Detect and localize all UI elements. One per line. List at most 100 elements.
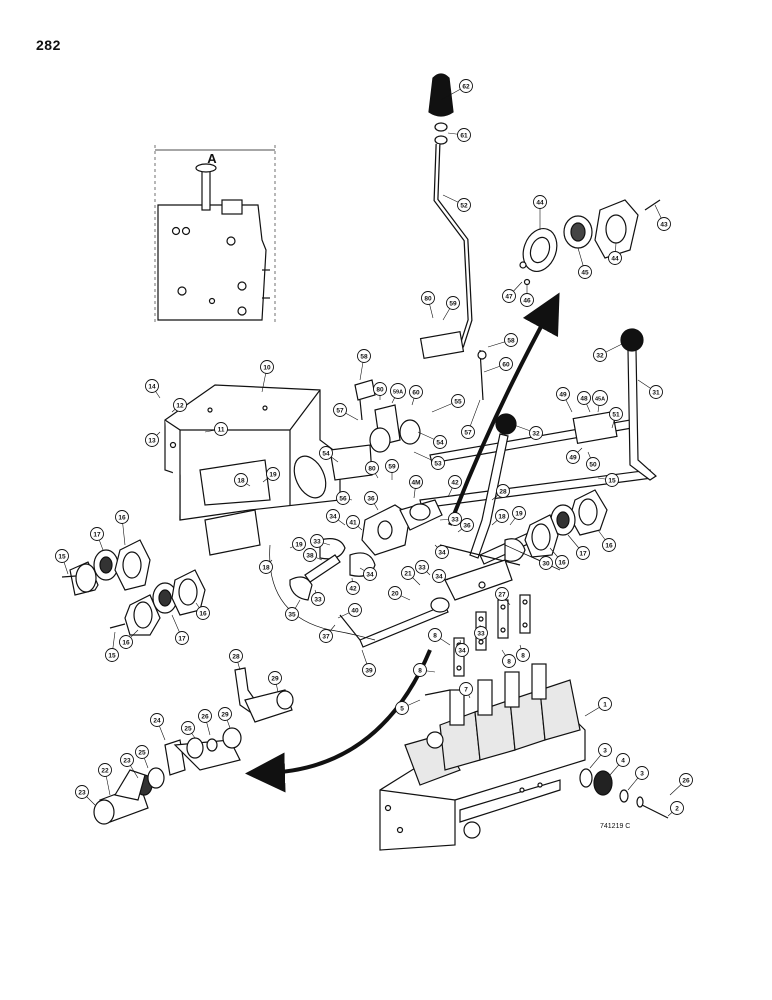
callout-number: 4M	[411, 479, 420, 486]
control-lever-assembly	[419, 73, 487, 401]
callout-8: 8	[516, 644, 530, 662]
callout-16: 16	[115, 510, 129, 546]
callout-34: 34	[326, 509, 346, 526]
callout-bubble	[119, 635, 133, 649]
callout-number: 26	[201, 713, 209, 720]
callout-number: 48	[580, 395, 588, 402]
callout-bubble	[214, 422, 228, 436]
callout-36: 36	[457, 518, 474, 533]
callout-bubble	[496, 484, 510, 498]
callout-number: 54	[436, 439, 444, 446]
callout-number: 29	[221, 711, 229, 718]
callout-bubble	[421, 291, 435, 305]
callout-bubble	[363, 567, 377, 581]
callout-number: 24	[153, 717, 161, 724]
callout-bubble	[319, 446, 333, 460]
callout-bubble	[520, 293, 534, 307]
callout-bubble	[460, 518, 474, 532]
callout-40: 40	[337, 603, 362, 619]
callout-number: 20	[391, 590, 399, 597]
callout-number: 17	[93, 531, 101, 538]
callout-bubble	[556, 387, 570, 401]
callout-number: 33	[313, 538, 321, 545]
callout-36: 36	[364, 491, 379, 511]
callout-number: 58	[507, 337, 515, 344]
callout-bubble	[390, 383, 406, 399]
callout-bubble	[555, 555, 569, 569]
callout-bubble	[431, 456, 445, 470]
callout-bubble	[388, 586, 402, 600]
callout-number: 60	[502, 361, 510, 368]
callout-8: 8	[501, 649, 516, 668]
callout-number: 28	[232, 653, 240, 660]
callout-bubble	[461, 425, 475, 439]
callout-12: 12	[171, 398, 187, 413]
callout-number: 25	[184, 725, 192, 732]
callout-number: 43	[660, 221, 668, 228]
callout-bubble	[346, 581, 360, 595]
callout-bubble	[502, 654, 516, 668]
callout-number: 16	[199, 610, 207, 617]
callout-52: 52	[442, 194, 471, 212]
callout-30: 30	[519, 551, 553, 570]
callout-80: 80	[373, 382, 387, 400]
lower-linkage-parts	[93, 667, 294, 825]
callout-bubble	[608, 251, 622, 265]
callout-bubble	[364, 491, 378, 505]
callout-number: 42	[451, 479, 459, 486]
callout-number: 13	[148, 437, 156, 444]
callout-16: 16	[195, 602, 210, 620]
callout-53: 53	[413, 451, 445, 470]
callout-bubble	[455, 643, 469, 657]
callout-21: 21	[401, 566, 421, 586]
callout-61: 61	[447, 128, 471, 142]
callout-1: 1	[584, 697, 612, 717]
callout-bubble	[260, 360, 274, 374]
callout-59: 59	[442, 296, 460, 321]
callout-3: 3	[627, 766, 649, 791]
callout-bubble	[495, 509, 509, 523]
callout-number: 80	[376, 386, 384, 393]
callout-60: 60	[409, 385, 423, 406]
callout-bubble	[218, 707, 232, 721]
callout-number: 53	[434, 460, 442, 467]
callout-number: 59	[388, 463, 396, 470]
callout-bubble	[457, 198, 471, 212]
callout-bubble	[415, 560, 429, 574]
callout-28: 28	[491, 484, 510, 501]
callout-26: 26	[198, 709, 212, 736]
callout-bubble	[451, 394, 465, 408]
callout-bubble	[135, 745, 149, 759]
callout-bubble	[432, 569, 446, 583]
callout-bubble	[448, 512, 462, 526]
callout-number: 32	[596, 352, 604, 359]
callout-number: 11	[218, 426, 225, 433]
callout-32: 32	[513, 424, 543, 440]
callout-18: 18	[259, 559, 273, 574]
callout-bubble	[75, 785, 89, 799]
callout-4M: 4M	[409, 475, 423, 499]
callout-number: 33	[451, 516, 459, 523]
callout-bubble	[593, 348, 607, 362]
callout-number: 33	[314, 596, 322, 603]
callout-24: 24	[150, 713, 166, 741]
callout-number: 19	[295, 541, 303, 548]
callout-34: 34	[455, 639, 469, 657]
callout-bubble	[413, 663, 427, 677]
callout-bubble	[609, 407, 623, 421]
callout-number: 39	[365, 667, 373, 674]
callout-26: 26	[669, 773, 693, 796]
callout-34: 34	[432, 569, 449, 583]
callout-number: 18	[262, 564, 270, 571]
callout-bubble	[409, 475, 423, 489]
callout-number: 34	[366, 571, 374, 578]
callout-2: 2	[667, 801, 684, 817]
callout-number: 46	[523, 297, 531, 304]
callout-bubble	[268, 671, 282, 685]
callout-number: 33	[418, 564, 426, 571]
left-flange-stack	[61, 539, 206, 636]
callout-43: 43	[654, 204, 671, 231]
callout-number: 59	[449, 300, 457, 307]
callout-number: 3	[640, 770, 644, 777]
callout-bubble	[55, 549, 69, 563]
